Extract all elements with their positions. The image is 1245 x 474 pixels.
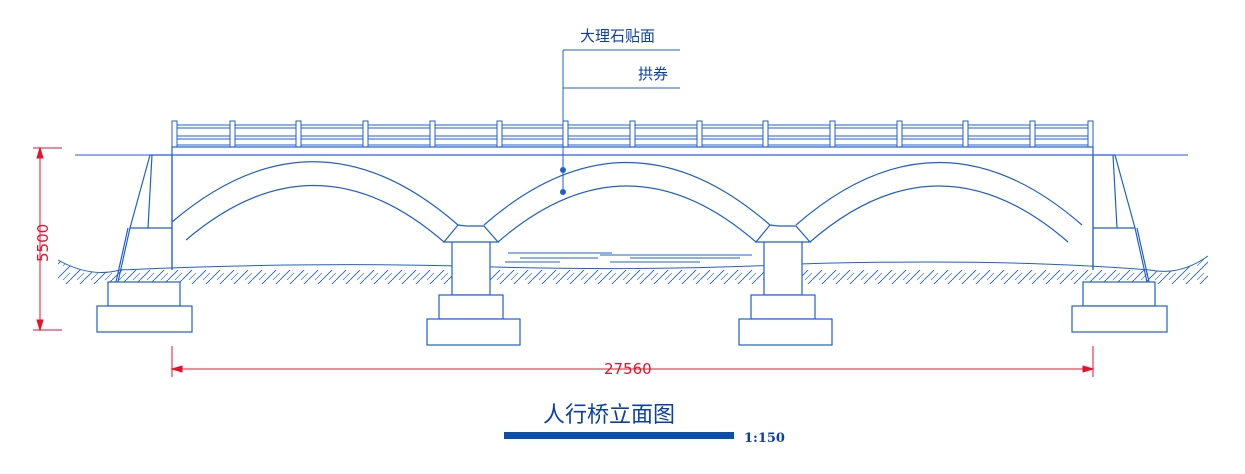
callout-leader (560, 49, 680, 195)
railing-post (896, 120, 903, 148)
bridge-railing (171, 120, 1094, 148)
callout-marble-facing: 大理石贴面 (580, 27, 655, 45)
railing-post (696, 120, 703, 148)
arch-rings (171, 161, 1083, 243)
railing-post (429, 120, 436, 148)
bridge-deck (171, 146, 1094, 270)
span-dimension (170, 346, 1095, 377)
railing-post (496, 120, 503, 148)
railing-post (171, 120, 178, 148)
railing-post (829, 120, 836, 148)
ground-hatching (57, 255, 1209, 284)
pier-left (426, 224, 521, 346)
callout-arch: 拱券 (638, 65, 668, 83)
railing-post (562, 120, 569, 148)
railing-post (362, 120, 369, 148)
span-dimension-label: 27560 (604, 360, 652, 378)
railing-post (962, 120, 969, 148)
railing-post (295, 120, 302, 148)
right-abutment (1071, 154, 1168, 333)
drawing-scale: 1:150 (744, 431, 785, 446)
railing-post (762, 120, 769, 148)
railing-post (629, 120, 636, 148)
water-ripples (505, 252, 752, 263)
height-dimension-label: 5500 (34, 224, 52, 262)
title-underline (504, 432, 734, 439)
railing-post (229, 120, 236, 148)
drawing-title: 人行桥立面图 (543, 403, 675, 428)
pier-right (738, 224, 833, 346)
railing-post (1087, 120, 1094, 148)
railing-post (1029, 120, 1036, 148)
height-dimension (33, 146, 62, 332)
left-abutment (96, 154, 193, 333)
